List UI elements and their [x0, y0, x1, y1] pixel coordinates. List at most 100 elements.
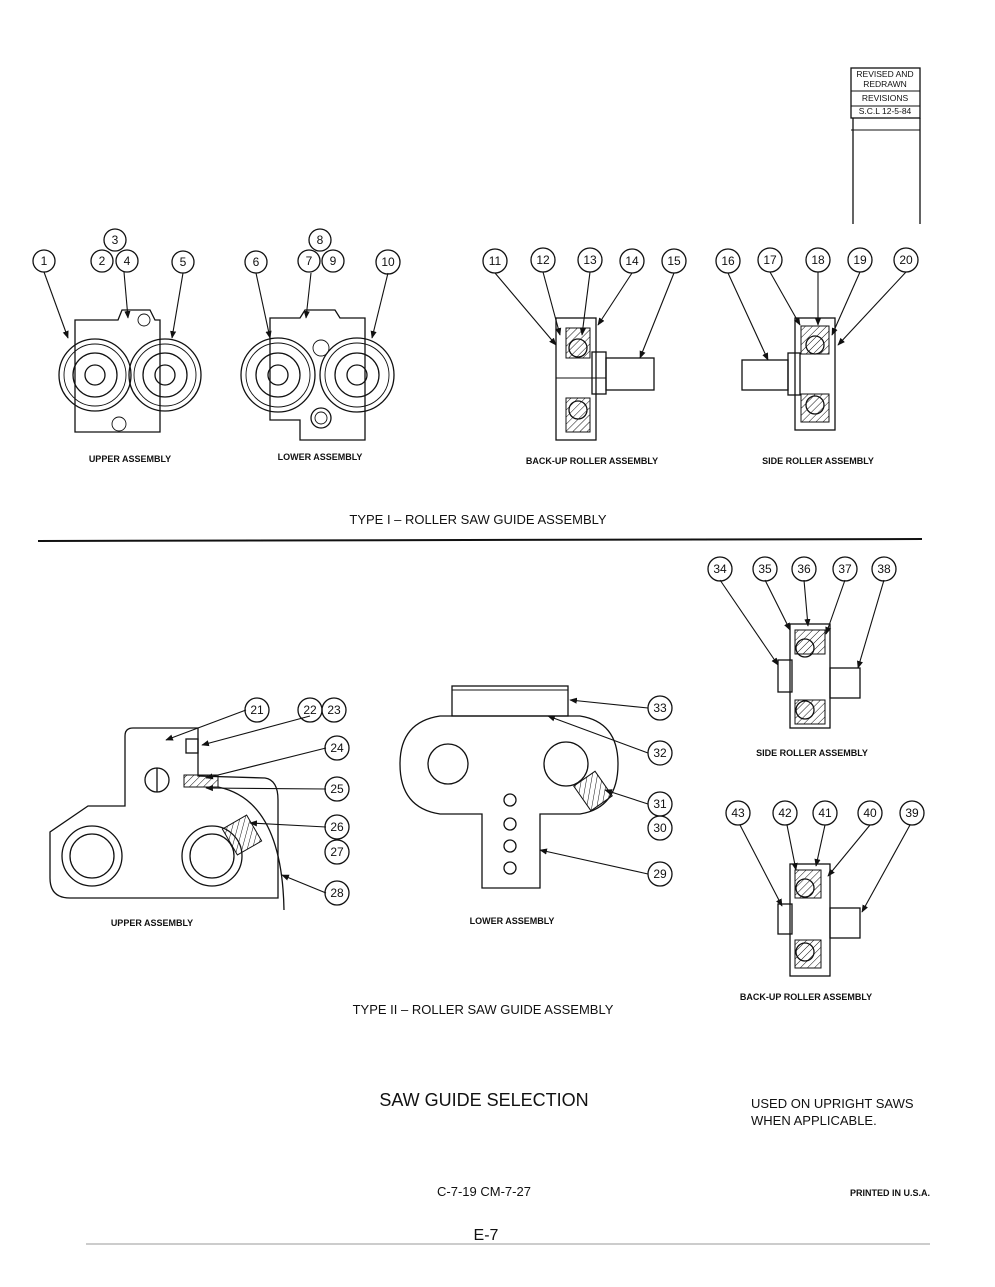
callout-8: 8 [308, 228, 332, 252]
callout-27: 27 [324, 839, 350, 865]
type1-lower-assembly [240, 309, 395, 441]
revision-line2: REDRAWN [863, 79, 907, 89]
type2-lower-caption: LOWER ASSEMBLY [470, 916, 555, 926]
svg-text:33: 33 [653, 701, 667, 715]
callout-6: 6 [244, 250, 268, 274]
svg-text:1: 1 [41, 254, 48, 268]
svg-text:14: 14 [625, 254, 639, 268]
svg-text:12: 12 [536, 253, 550, 267]
callout-16: 16 [715, 248, 741, 274]
callout-25: 25 [324, 776, 350, 802]
svg-text:8: 8 [317, 233, 324, 247]
type2-title: TYPE II – ROLLER SAW GUIDE ASSEMBLY [353, 1002, 614, 1017]
svg-text:32: 32 [653, 746, 667, 760]
callout-18: 18 [805, 247, 831, 273]
revision-line3: REVISIONS [862, 93, 909, 103]
callout-9: 9 [321, 249, 345, 273]
svg-text:42: 42 [778, 806, 792, 820]
svg-text:30: 30 [653, 821, 667, 835]
type1-upper-assembly [58, 309, 202, 433]
svg-text:38: 38 [877, 562, 891, 576]
svg-text:31: 31 [653, 797, 667, 811]
type2-upper-assembly [49, 727, 285, 911]
callout-14: 14 [619, 248, 645, 274]
svg-text:34: 34 [713, 562, 727, 576]
svg-text:9: 9 [330, 254, 337, 268]
callout-43: 43 [725, 800, 751, 826]
section-divider [37, 538, 923, 542]
svg-text:37: 37 [838, 562, 852, 576]
svg-text:29: 29 [653, 867, 667, 881]
type2-backup-caption: BACK-UP ROLLER ASSEMBLY [740, 992, 872, 1002]
svg-text:2: 2 [99, 254, 106, 268]
revision-line1: REVISED AND [856, 69, 913, 79]
svg-text:10: 10 [381, 255, 395, 269]
usage-note-line1: USED ON UPRIGHT SAWS [751, 1096, 914, 1111]
type1-side-roller [741, 317, 836, 431]
svg-text:28: 28 [330, 886, 344, 900]
callout-13: 13 [577, 247, 603, 273]
callout-4: 4 [115, 249, 139, 273]
type2-upper-caption: UPPER ASSEMBLY [111, 918, 193, 928]
callout-40: 40 [857, 800, 883, 826]
callout-20: 20 [893, 247, 919, 273]
type1-backup-roller [555, 317, 655, 441]
revision-line4: S.C.L 12-5-84 [859, 106, 912, 116]
callout-19: 19 [847, 247, 873, 273]
svg-text:15: 15 [667, 254, 681, 268]
svg-text:36: 36 [797, 562, 811, 576]
callout-34: 34 [707, 556, 733, 582]
callout-31: 31 [647, 791, 673, 817]
callout-42: 42 [772, 800, 798, 826]
svg-text:22: 22 [303, 703, 317, 717]
callout-24: 24 [324, 735, 350, 761]
callout-36: 36 [791, 556, 817, 582]
callout-30: 30 [647, 815, 673, 841]
saw-guide-selection-heading: SAW GUIDE SELECTION [379, 1090, 588, 1110]
type1-side-caption: SIDE ROLLER ASSEMBLY [762, 456, 874, 466]
callout-37: 37 [832, 556, 858, 582]
svg-text:18: 18 [811, 253, 825, 267]
type1-backup-caption: BACK-UP ROLLER ASSEMBLY [526, 456, 658, 466]
callout-39: 39 [899, 800, 925, 826]
type2-side-caption: SIDE ROLLER ASSEMBLY [756, 748, 868, 758]
callout-29: 29 [647, 861, 673, 887]
printed-in-usa: PRINTED IN U.S.A. [850, 1188, 930, 1198]
svg-text:25: 25 [330, 782, 344, 796]
callout-11: 11 [482, 248, 508, 274]
type1-lower-caption: LOWER ASSEMBLY [278, 452, 363, 462]
svg-text:13: 13 [583, 253, 597, 267]
callout-23: 23 [321, 697, 347, 723]
callout-32: 32 [647, 740, 673, 766]
callout-41: 41 [812, 800, 838, 826]
svg-text:39: 39 [905, 806, 919, 820]
document-codes: C-7-19 CM-7-27 [437, 1184, 531, 1199]
svg-text:21: 21 [250, 703, 264, 717]
svg-text:41: 41 [818, 806, 832, 820]
page-number: E-7 [474, 1227, 499, 1244]
callout-35: 35 [752, 556, 778, 582]
svg-text:35: 35 [758, 562, 772, 576]
svg-text:3: 3 [112, 233, 119, 247]
callout-26: 26 [324, 814, 350, 840]
callout-33: 33 [647, 695, 673, 721]
type1-upper-caption: UPPER ASSEMBLY [89, 454, 171, 464]
callout-22: 22 [297, 697, 323, 723]
svg-text:17: 17 [763, 253, 777, 267]
svg-text:26: 26 [330, 820, 344, 834]
usage-note-line2: WHEN APPLICABLE. [751, 1113, 877, 1128]
callout-10: 10 [375, 249, 401, 275]
svg-text:4: 4 [124, 254, 131, 268]
callout-15: 15 [661, 248, 687, 274]
svg-text:40: 40 [863, 806, 877, 820]
revision-box: REVISED AND REDRAWN REVISIONS S.C.L 12-5… [850, 67, 921, 224]
callout-1: 1 [32, 249, 56, 273]
callout-2: 2 [90, 249, 114, 273]
callout-5: 5 [171, 250, 195, 274]
type2-lower-assembly [399, 685, 619, 889]
svg-text:19: 19 [853, 253, 867, 267]
svg-text:43: 43 [731, 806, 745, 820]
callout-3: 3 [103, 228, 127, 252]
leader-lines [43, 271, 911, 913]
